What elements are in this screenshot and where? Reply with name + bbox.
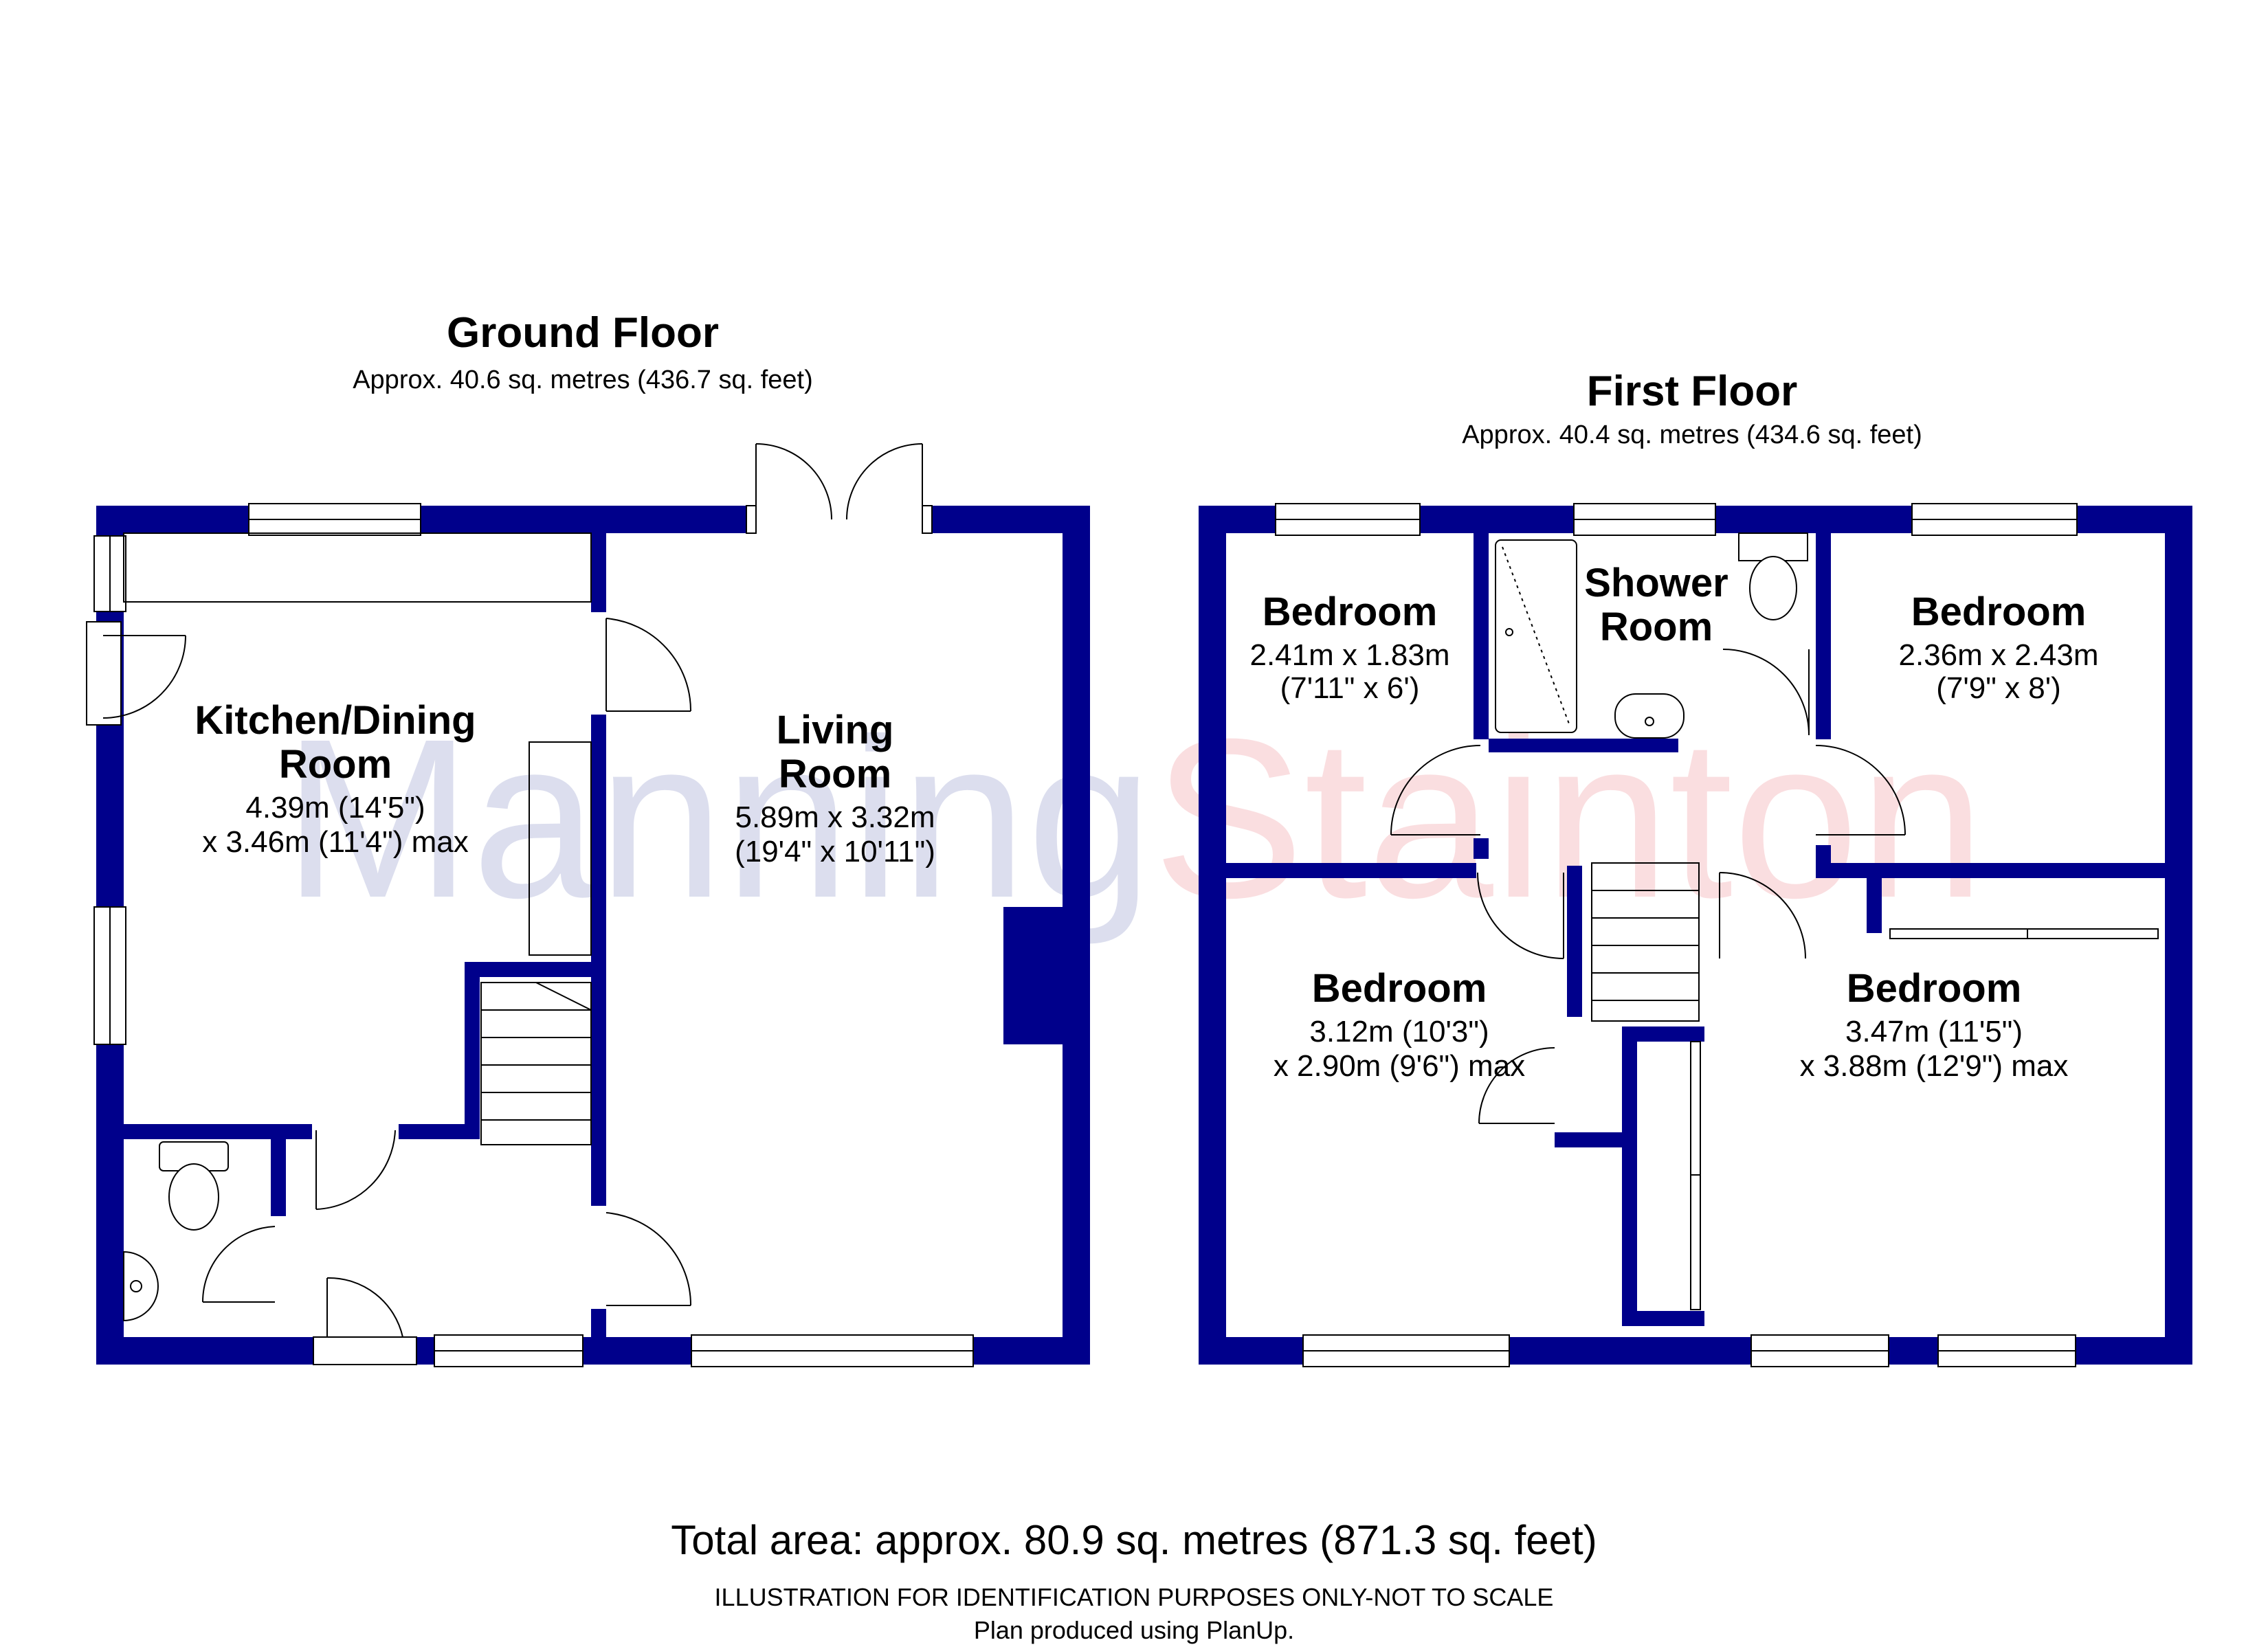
watermark-part1: Manning <box>283 691 1153 946</box>
room-dimensions: x 2.90m (9'6") max <box>1274 1049 1525 1083</box>
room-label-living-room: Living Room 5.89m x 3.32m (19'4" x 10'11… <box>735 708 935 868</box>
room-label-bedroom-3: Bedroom 3.12m (10'3") x 2.90m (9'6") max <box>1274 966 1525 1083</box>
room-dimensions: 3.12m (10'3") <box>1309 1015 1489 1048</box>
produced-by: Plan produced using PlanUp. <box>974 1616 1294 1644</box>
watermark: ManningStainton <box>283 691 1986 946</box>
room-name: Bedroom <box>1263 590 1438 634</box>
room-label-bedroom-4: Bedroom 3.47m (11'5") x 3.88m (12'9") ma… <box>1800 966 2069 1083</box>
room-dimensions: 2.41m x 1.83m <box>1249 638 1449 672</box>
footer: Total area: approx. 80.9 sq. metres (871… <box>671 1517 1597 1644</box>
room-name: Room <box>279 742 392 787</box>
room-name: Bedroom <box>1847 966 2022 1011</box>
room-label-kitchen-dining: Kitchen/Dining Room 4.39m (14'5") x 3.46… <box>194 698 476 859</box>
ground-floor-header: Ground Floor Approx. 40.6 sq. metres (43… <box>353 309 813 394</box>
ground-floor-title: Ground Floor <box>447 309 719 357</box>
room-name: Living <box>777 708 894 752</box>
room-label-shower-room: Shower Room <box>1584 561 1728 649</box>
room-dimensions: x 3.88m (12'9") max <box>1800 1049 2069 1083</box>
room-dimensions: 3.47m (11'5") <box>1845 1015 2023 1048</box>
room-name: Bedroom <box>1911 590 2087 634</box>
room-dimensions: 4.39m (14'5") <box>245 791 425 824</box>
room-name: Shower <box>1584 561 1728 605</box>
first-floor-header: First Floor Approx. 40.4 sq. metres (434… <box>1462 368 1922 449</box>
room-dimensions: x 3.46m (11'4") max <box>202 825 469 859</box>
room-dimensions: 5.89m x 3.32m <box>735 800 935 834</box>
first-floor-plan <box>1199 503 2192 1367</box>
room-name: Bedroom <box>1312 966 1487 1011</box>
room-dimensions: (19'4" x 10'11") <box>735 835 935 868</box>
room-name: Room <box>1600 605 1713 649</box>
first-floor-title: First Floor <box>1587 368 1798 415</box>
room-label-bedroom-2: Bedroom 2.36m x 2.43m (7'9" x 8') <box>1898 590 2098 705</box>
room-dimensions: 2.36m x 2.43m <box>1898 638 2098 672</box>
room-label-bedroom-1: Bedroom 2.41m x 1.83m (7'11" x 6') <box>1249 590 1449 705</box>
room-dimensions: (7'11" x 6') <box>1280 671 1420 705</box>
room-name: Room <box>779 752 891 796</box>
first-floor-area: Approx. 40.4 sq. metres (434.6 sq. feet) <box>1462 420 1922 449</box>
room-name: Kitchen/Dining <box>194 698 476 743</box>
disclaimer: ILLUSTRATION FOR IDENTIFICATION PURPOSES… <box>715 1583 1554 1611</box>
total-area: Total area: approx. 80.9 sq. metres (871… <box>671 1517 1597 1563</box>
ground-floor-area: Approx. 40.6 sq. metres (436.7 sq. feet) <box>353 366 813 394</box>
ground-floor-plan <box>86 443 1090 1367</box>
room-dimensions: (7'9" x 8') <box>1936 671 2061 705</box>
